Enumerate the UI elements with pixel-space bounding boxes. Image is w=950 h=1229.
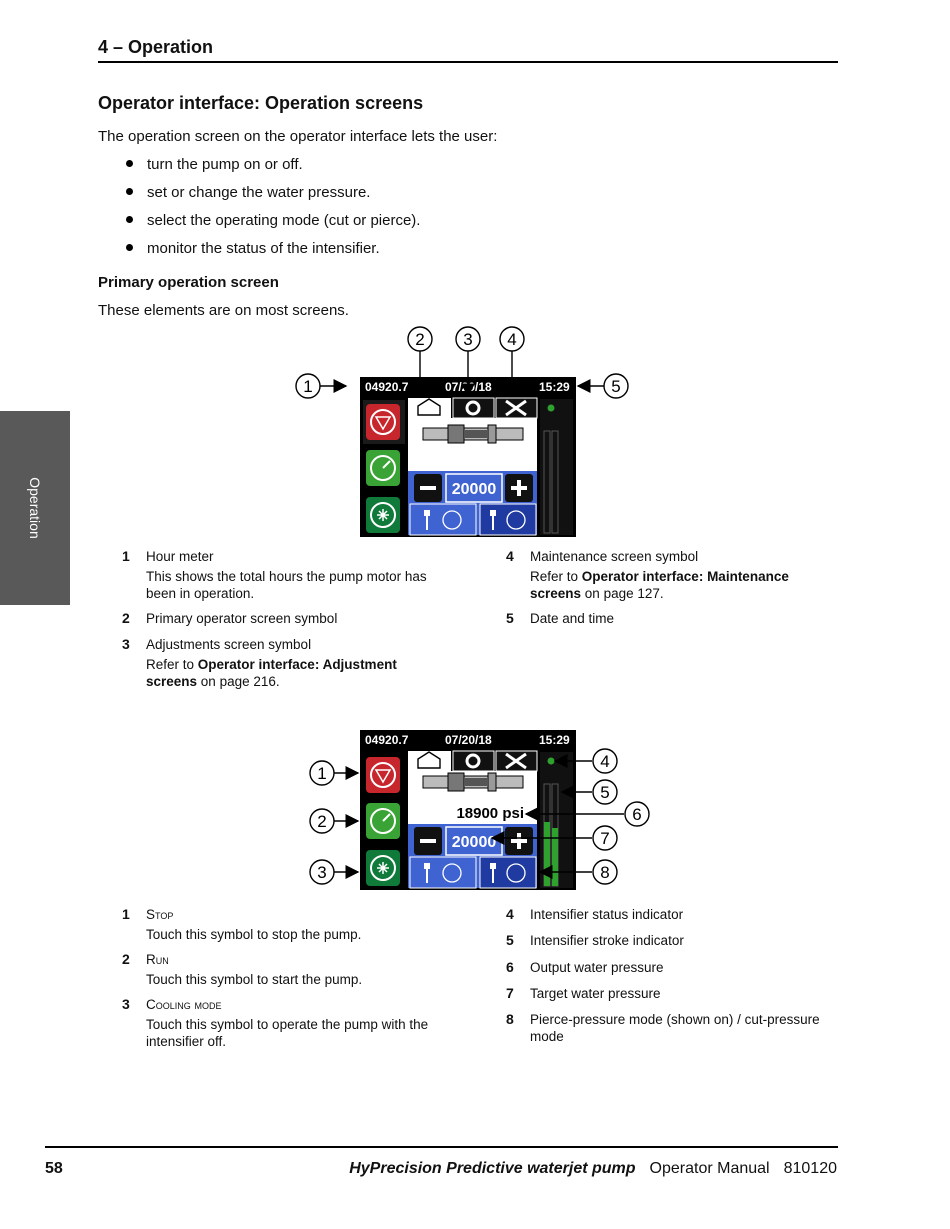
header-rule (98, 61, 838, 63)
wrench-icon (505, 752, 527, 770)
date: 07/20/18 (445, 733, 492, 747)
minus-icon (420, 839, 436, 843)
section-title: Operator interface: Operation screens (98, 93, 424, 113)
gear-icon (465, 753, 481, 769)
bullet-item: monitor the status of the intensifier. (126, 240, 380, 257)
figure-2-operation-screen: 04920.7 07/20/18 15:29 18900 psi (309, 730, 650, 890)
pierce-mode-button[interactable] (479, 856, 537, 889)
footer: HyPrecision Predictive waterjet pump Oper… (349, 1160, 837, 1178)
tab-home[interactable] (408, 751, 451, 773)
bullet-item: select the operating mode (cut or pierce… (126, 212, 420, 229)
callout-label: 4 (507, 330, 516, 349)
bullet-dot (126, 244, 133, 251)
intensifier-status-indicator (547, 404, 555, 412)
target-pressure: 20000 (452, 834, 497, 851)
callout-label: 5 (600, 783, 609, 802)
footer-doc-number: 810120 (783, 1160, 837, 1177)
bullet-dot (126, 216, 133, 223)
gauge-icon (370, 455, 396, 481)
callout-label: 1 (317, 764, 326, 783)
bullet-item: set or change the water pressure. (126, 184, 370, 201)
intensifier-stroke-indicator (540, 399, 573, 535)
footer-rule (45, 1146, 838, 1148)
callout-label: 2 (415, 330, 424, 349)
subsection-title: Primary operation screen (98, 274, 279, 291)
stroke-bar (544, 822, 550, 886)
wrench-icon (505, 399, 527, 417)
callout-label: 3 (317, 863, 326, 882)
snowflake-icon (370, 855, 396, 881)
gear-icon (465, 400, 481, 416)
snowflake-icon (370, 502, 396, 528)
operator-screen: 04920.7 07/20/18 15:29 18900 psi (360, 730, 576, 890)
intro-text: The operation screen on the operator int… (98, 128, 498, 145)
intensifier-icon (422, 424, 524, 444)
chapter-heading: 4 – Operation (98, 37, 214, 57)
gauge-icon (506, 510, 526, 530)
footer-doc-type: Operator Manual (649, 1160, 770, 1177)
callout-markers (295, 326, 629, 399)
callout-label: 1 (303, 377, 312, 396)
stroke-bar (552, 828, 558, 886)
operator-screen: 04920.7 07/20/18 15:29 (360, 377, 576, 537)
callout-label: 2 (317, 812, 326, 831)
callout-label: 5 (611, 377, 620, 396)
callout-label: 8 (600, 863, 609, 882)
stop-icon (370, 762, 396, 788)
page-number: 58 (45, 1160, 63, 1177)
pierce-mode-button[interactable] (479, 503, 537, 536)
target-pressure-field[interactable] (445, 473, 503, 503)
minus-icon (420, 486, 436, 490)
bullet-dot (126, 188, 133, 195)
figure-1-primary-screen: 04920.7 07/20/18 15:29 (295, 326, 629, 537)
bullet-item: turn the pump on or off. (126, 156, 303, 173)
gauge-icon (370, 808, 396, 834)
callout-label: 3 (463, 330, 472, 349)
gauge-icon (442, 863, 462, 883)
time: 15:29 (539, 733, 570, 747)
home-icon (417, 398, 441, 416)
gauge-icon (506, 863, 526, 883)
hour-meter: 04920.7 (365, 733, 409, 747)
hour-meter: 04920.7 (365, 380, 409, 394)
target-pressure: 20000 (452, 481, 497, 498)
callout-label: 6 (632, 805, 641, 824)
callout-label: 4 (600, 752, 609, 771)
stop-icon (370, 409, 396, 435)
intensifier-icon (422, 772, 524, 792)
callout-markers (309, 748, 650, 885)
home-icon (417, 751, 441, 769)
tab-home[interactable] (408, 398, 451, 420)
output-pressure: 18900 psi (456, 805, 524, 822)
footer-product: HyPrecision Predictive waterjet pump (349, 1160, 636, 1177)
time: 15:29 (539, 380, 570, 394)
side-tab: Operation (0, 411, 70, 605)
gauge-icon (442, 510, 462, 530)
subsection-note: These elements are on most screens. (98, 302, 349, 319)
cut-mode-button[interactable] (409, 856, 477, 889)
bullet-dot (126, 160, 133, 167)
callout-label: 7 (600, 829, 609, 848)
intensifier-status-indicator (547, 757, 555, 765)
